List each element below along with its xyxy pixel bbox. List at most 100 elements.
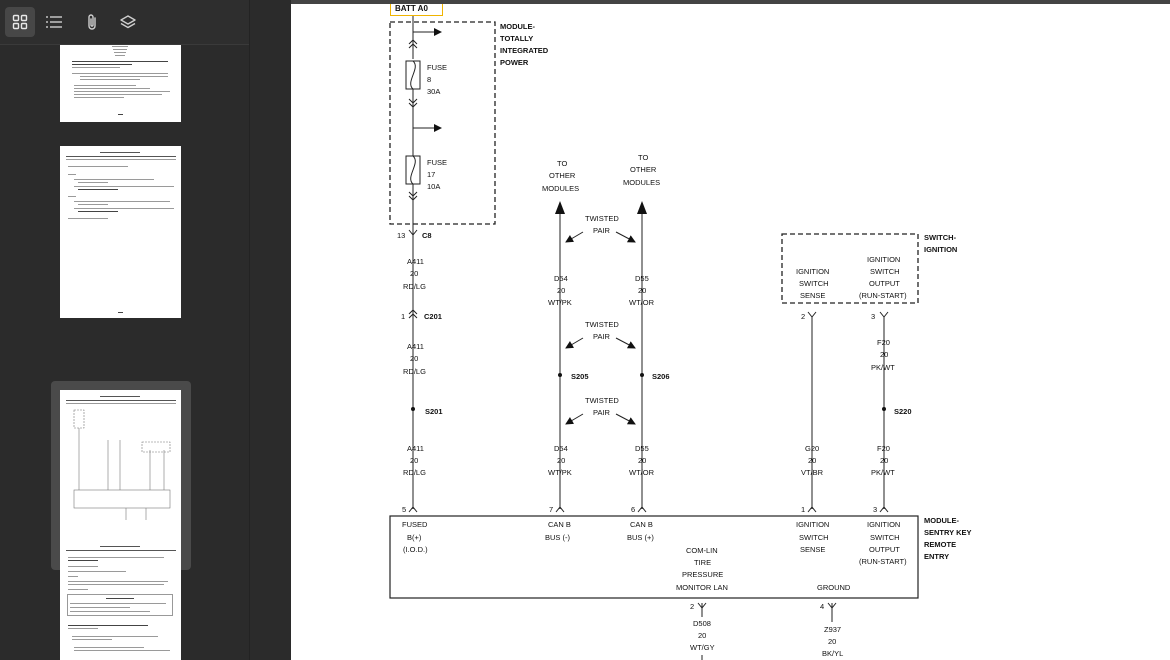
d55-1-color: WT/OR <box>629 298 655 307</box>
ign-sense-bot-3: SENSE <box>800 545 825 554</box>
d54-1-gauge: 20 <box>557 286 565 295</box>
z937-color: BK/YL <box>822 649 843 658</box>
ign-output-top-4: (RUN-START) <box>859 291 907 300</box>
to-other-1c: MODULES <box>542 184 579 193</box>
pin2-connector-top <box>807 311 817 318</box>
fuse1-amp: 30A <box>427 87 440 96</box>
fused-1: FUSED <box>402 520 428 529</box>
f20-1-color: PK/WT <box>871 363 895 372</box>
attachments-icon[interactable] <box>77 7 107 37</box>
a411-3-color: RD/LG <box>403 468 426 477</box>
switch-ignition-box <box>781 233 919 304</box>
outline-icon[interactable] <box>39 7 69 37</box>
f20-2-name: F20 <box>877 444 890 453</box>
svg-text:TWISTED: TWISTED <box>585 320 619 329</box>
c201-connector <box>408 309 418 319</box>
ign-output-bot-2: SWITCH <box>870 533 900 542</box>
pin2-connector-bottom <box>697 602 707 609</box>
ign-sense-top-2: SWITCH <box>799 279 829 288</box>
c8-connector <box>408 229 418 236</box>
thumbnails-icon[interactable] <box>5 7 35 37</box>
ign-output-top-1: IGNITION <box>867 255 900 264</box>
ign-output-top-2: SWITCH <box>870 267 900 276</box>
ground-label: GROUND <box>817 583 851 592</box>
viewer-top-edge <box>291 0 1170 4</box>
d54-2-name: D54 <box>554 444 568 453</box>
a411-2-color: RD/LG <box>403 367 426 376</box>
skre-label-1: MODULE- <box>924 516 959 525</box>
twisted-pair-3: TWISTED PAIR <box>565 396 636 425</box>
a411-1-color: RD/LG <box>403 282 426 291</box>
to-other-2b: OTHER <box>630 165 657 174</box>
comlin-1: COM-LIN <box>686 546 718 555</box>
canb-minus-1: CAN B <box>548 520 571 529</box>
to-other-1a: TO <box>557 159 567 168</box>
tipm-label-1: MODULE- <box>500 22 535 31</box>
fuse1-label: FUSE <box>427 63 447 72</box>
sidebar-divider[interactable] <box>249 0 292 660</box>
page-thumbnail-2[interactable] <box>60 146 181 318</box>
ign-sense-bot-1: IGNITION <box>796 520 829 529</box>
tipm-label-3: INTEGRATED <box>500 46 549 55</box>
arrow-to-modules-2 <box>637 201 647 214</box>
pin5-connector <box>408 506 418 513</box>
comlin-4: MONITOR LAN <box>676 583 728 592</box>
s206-label: S206 <box>652 372 670 381</box>
ign-output-bot-1: IGNITION <box>867 520 900 529</box>
a411-1-gauge: 20 <box>410 269 418 278</box>
fused-2: B(+) <box>407 533 422 542</box>
pin6: 6 <box>631 505 635 514</box>
d508-color: WT/GY <box>690 643 715 652</box>
g20-name: G20 <box>805 444 819 453</box>
page-thumbnail-4[interactable] <box>60 540 181 660</box>
svg-text:PAIR: PAIR <box>593 226 611 235</box>
highlight-box <box>390 4 443 16</box>
c8-label: C8 <box>422 231 432 240</box>
pin6-connector <box>637 506 647 513</box>
ign-output-bot-4: (RUN-START) <box>859 557 907 566</box>
sidebar-toolbar <box>0 0 250 45</box>
possible-causes-table <box>67 594 173 616</box>
d55-2-gauge: 20 <box>638 456 646 465</box>
page-thumbnail-3[interactable] <box>60 390 181 562</box>
comlin-2: TIRE <box>694 558 711 567</box>
layers-icon[interactable] <box>113 7 143 37</box>
skre-label-3: REMOTE <box>924 540 956 549</box>
connector-chevron-1 <box>408 39 418 49</box>
z937-name: Z937 <box>824 625 841 634</box>
skre-label-2: SENTRY KEY <box>924 528 972 537</box>
pin4-connector-bottom <box>827 602 837 609</box>
wiring-schematic: MODULE- TOTALLY INTEGRATED POWER FUSE 8 … <box>389 16 972 660</box>
f20-1-gauge: 20 <box>880 350 888 359</box>
fused-3: (I.O.D.) <box>403 545 428 554</box>
twisted-pair-2: TWISTED PAIR <box>565 320 636 349</box>
g20-gauge: 20 <box>808 456 816 465</box>
ign-sense-top-1: IGNITION <box>796 267 829 276</box>
pin3-connector-top <box>879 311 889 318</box>
svg-text:TWISTED: TWISTED <box>585 214 619 223</box>
a411-2-name: A411 <box>407 342 424 351</box>
ign-output-bot-3: OUTPUT <box>869 545 900 554</box>
fuse2-num: 17 <box>427 170 435 179</box>
tipm-label-4: POWER <box>500 58 529 67</box>
a411-1-name: A411 <box>407 257 424 266</box>
fuse2-amp: 10A <box>427 182 440 191</box>
c201-label: C201 <box>424 312 442 321</box>
f20-1-name: F20 <box>877 338 890 347</box>
page-thumbnail-1[interactable] <box>60 45 181 122</box>
pin5: 5 <box>402 505 406 514</box>
a411-2-gauge: 20 <box>410 354 418 363</box>
ign-sense-top-3: SENSE <box>800 291 825 300</box>
tipm-module-box <box>389 21 496 225</box>
a411-3-gauge: 20 <box>410 456 418 465</box>
d508-name: D508 <box>693 619 711 628</box>
d55-1-name: D55 <box>635 274 649 283</box>
batt-a0-label: BATT A0 <box>395 4 428 13</box>
comlin-3: PRESSURE <box>682 570 723 579</box>
d55-1-gauge: 20 <box>638 286 646 295</box>
pin7-connector <box>555 506 565 513</box>
svg-text:PAIR: PAIR <box>593 332 611 341</box>
skre-label-4: ENTRY <box>924 552 949 561</box>
svg-text:PAIR: PAIR <box>593 408 611 417</box>
c8-pin: 13 <box>397 231 405 240</box>
